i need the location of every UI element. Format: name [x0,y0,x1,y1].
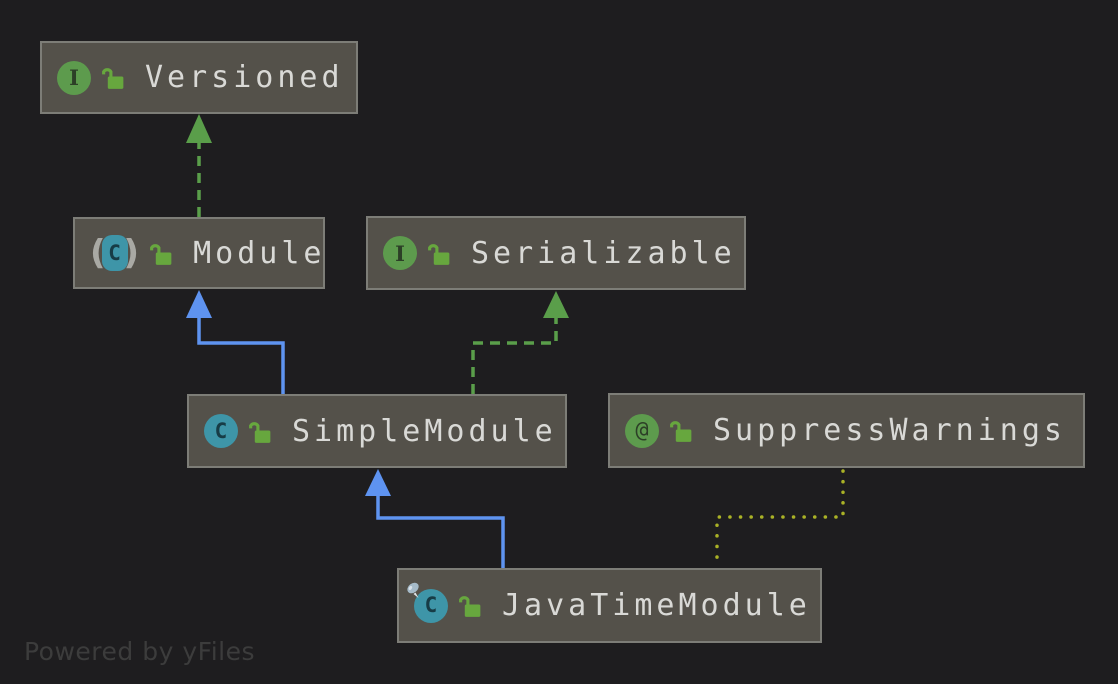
node-label: Module [193,235,326,271]
abstract-class-icon: ( C ) [90,233,140,273]
node-simplemodule[interactable]: C SimpleModule [187,394,567,468]
class-icon: C [204,414,238,448]
unlocked-lock-icon [428,243,450,265]
edge-simplemodule-implements-serializable[interactable] [471,291,569,394]
node-label: SuppressWarnings [713,413,1066,448]
edge-module-implements-versioned[interactable] [186,114,212,217]
pin-icon [407,582,419,598]
node-label: Versioned [145,60,344,95]
node-label: Serializable [471,235,736,271]
node-versioned[interactable]: I Versioned [40,41,358,114]
node-suppresswarnings[interactable]: @ SuppressWarnings [608,393,1085,468]
interface-icon: I [383,236,417,270]
yfiles-watermark: Powered by yFiles [24,637,255,666]
unlocked-lock-icon [150,243,172,265]
unlocked-lock-icon [102,68,124,89]
interface-icon: I [57,60,91,95]
annotation-icon: @ [625,413,659,448]
node-label: JavaTimeModule [502,588,811,623]
final-class-icon: C [407,582,448,623]
edge-javatimemodule-extends-simplemodule[interactable] [365,469,505,568]
unlocked-lock-icon [249,421,271,443]
node-serializable[interactable]: I Serializable [366,216,746,290]
unlocked-lock-icon [459,596,481,617]
edge-simplemodule-extends-module[interactable] [186,290,285,394]
node-javatimemodule[interactable]: C JavaTimeModule [397,568,822,643]
unlocked-lock-icon [670,421,692,442]
node-module[interactable]: ( C ) Module [73,217,325,289]
edge-javatimemodule-annotated-suppresswarnings[interactable] [715,469,845,566]
node-label: SimpleModule [292,413,557,449]
